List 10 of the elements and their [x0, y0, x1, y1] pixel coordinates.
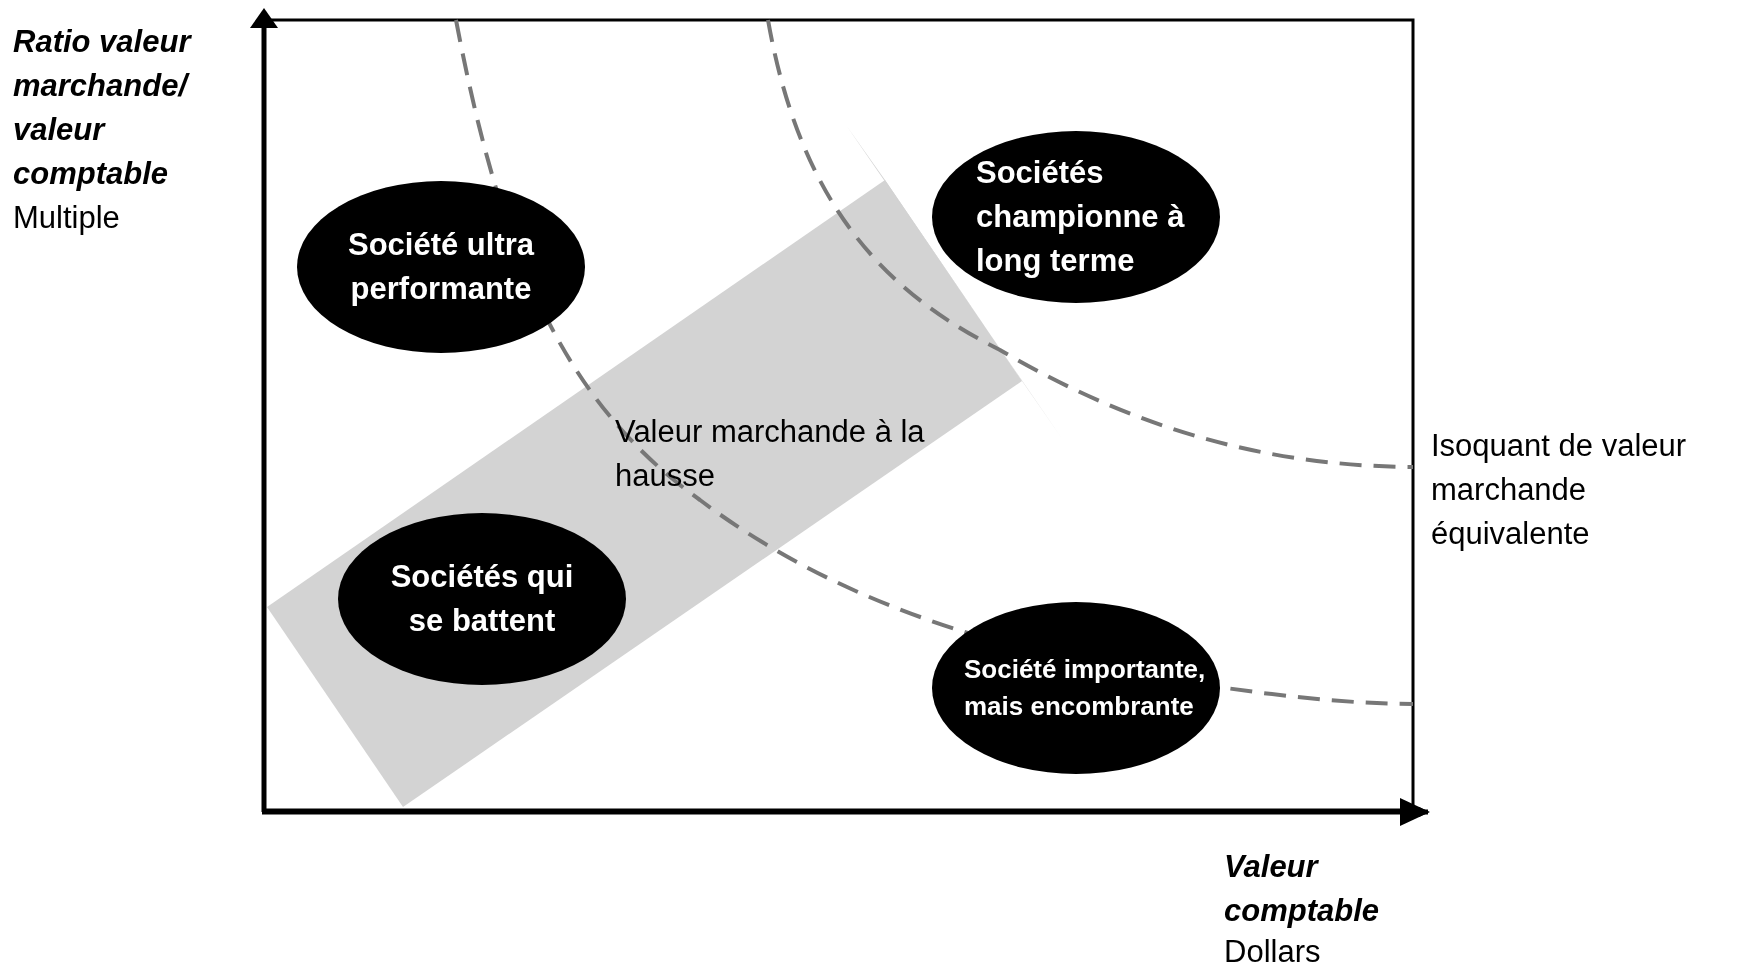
isoquant-label: Isoquant de valeur marchande équivalente: [1431, 427, 1688, 553]
axis-title: Ratio valeur marchande/ valeur comptable: [13, 23, 193, 193]
axis-unit: Dollars: [1224, 933, 1322, 971]
ellipse-label: Société ultra performante: [346, 226, 536, 308]
arrow-label: Valeur marchande à la hausse: [615, 413, 926, 495]
ellipse-label: Sociétés qui se battent: [389, 558, 575, 640]
ellipse-label: Sociétés championne à long terme: [976, 154, 1186, 280]
axis-title: Valeur comptable: [1224, 848, 1381, 930]
axis-unit: Multiple: [13, 199, 121, 237]
ellipse-label: Société importante, mais encombrante: [964, 653, 1207, 723]
